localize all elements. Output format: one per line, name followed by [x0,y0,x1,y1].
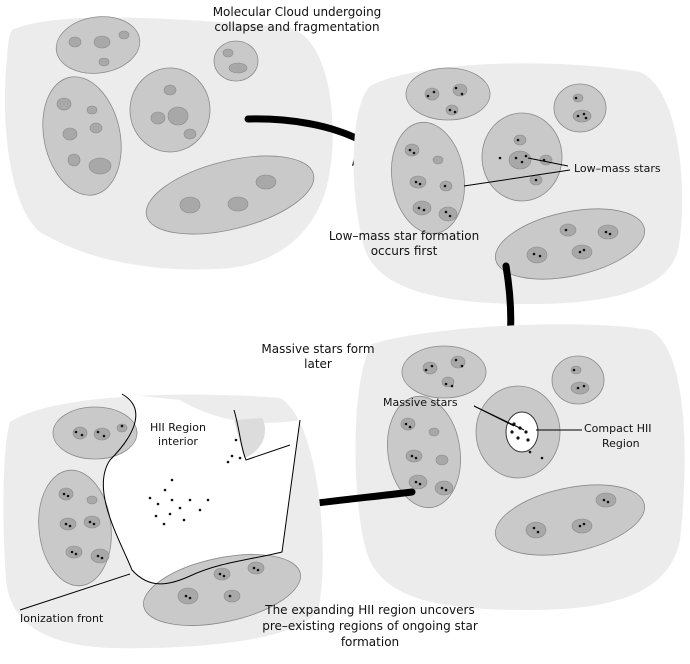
low-mass-stars-label: Low–mass stars [574,162,661,175]
panel-expanding: HII Region interior Ionization front The… [3,393,478,649]
hii-interior-pointer [233,409,291,461]
massive-caption-line1: Massive stars form [261,342,374,356]
ionization-front-pointer [19,573,131,611]
panel-low-mass: Low–mass stars Low–mass star formation o… [329,63,683,305]
low-mass-caption-line1: Low–mass star formation [329,229,479,243]
massive-stars-label: Massive stars [383,396,458,409]
massive-pointer [473,405,525,431]
cloud-title-line1: Molecular Cloud undergoing [213,5,382,19]
massive-caption-line2: later [304,357,332,371]
panel-massive: Massive stars Compact HII Region Massive… [261,324,685,610]
exposed-stars [62,424,260,600]
expanding-caption-line1: The expanding HII region uncovers [264,603,474,617]
low-mass-pointer [463,157,571,187]
cloud-clumps [42,16,315,235]
low-mass-stars [408,86,612,258]
expanding-caption-line2: pre–existing regions of ongoing star [262,619,478,633]
ionization-front [102,393,301,585]
hii-interior-label-line1: HII Region [150,421,206,434]
compact-hii-region [505,411,539,453]
expanding-caption-line3: formation [341,635,399,649]
ionization-front-label: Ionization front [20,612,104,625]
low-mass-caption-line2: occurs first [371,244,438,258]
panel-cloud-collapse: Molecular Cloud undergoing collapse and … [4,5,382,270]
compact-hii-label-line2: Region [602,437,640,450]
hii-interior-label-line2: interior [158,435,198,448]
compact-hii-label-line1: Compact HII [584,422,651,435]
cloud-title-line2: collapse and fragmentation [214,20,379,34]
massive-stars [404,358,610,534]
